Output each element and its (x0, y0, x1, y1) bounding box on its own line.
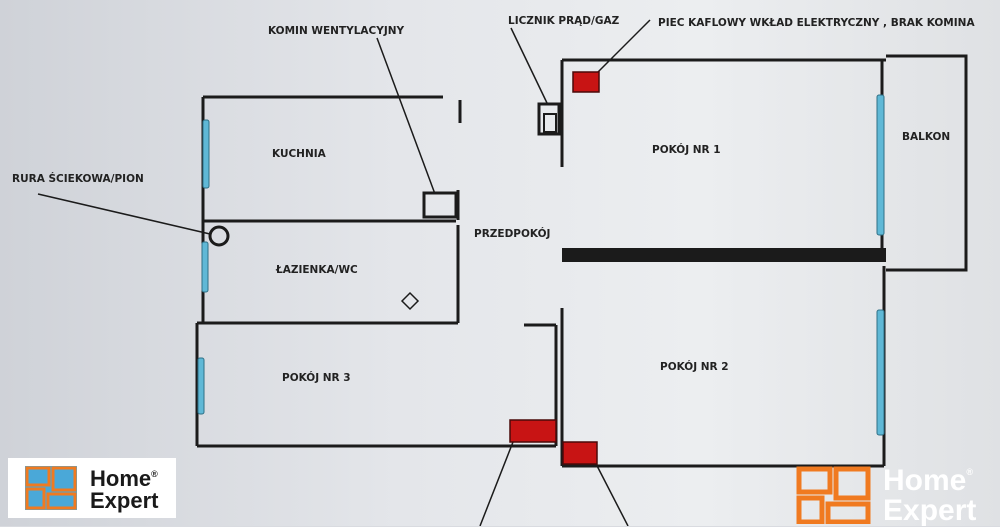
label-przedpokoj: PRZEDPOKÓJ (474, 227, 550, 240)
label-pokoj2: POKÓJ NR 2 (660, 360, 729, 373)
brand-line1-right: Home (883, 464, 967, 497)
brand-line2-right: Expert (883, 494, 977, 527)
registered-mark-right: ® (966, 467, 973, 477)
drain-pipe-symbol (208, 225, 230, 247)
windows (197, 94, 885, 436)
registered-mark-left: ® (151, 469, 158, 479)
meter-box-inner (543, 113, 557, 133)
room2-window (876, 309, 885, 436)
brand-name-right: Home® Expert (883, 466, 976, 526)
balcony-outline (886, 54, 968, 272)
label-rura: RURA ŚCIEKOWA/PION (12, 172, 144, 185)
stove3-pointer-line (479, 441, 514, 526)
brand-line2-left: Expert (90, 488, 159, 513)
label-pokoj1: POKÓJ NR 1 (652, 143, 721, 156)
brand-badge-left: Home® Expert (8, 458, 176, 518)
floor-drain-icon (400, 291, 420, 311)
stove-room1-icon (572, 71, 600, 93)
stove-room2-icon (562, 441, 598, 465)
drain-pointer-line (37, 193, 211, 235)
label-piec: PIEC KAFLOWY WKŁAD ELEKTRYCZNY , BRAK KO… (658, 17, 975, 29)
stove-room3-icon (509, 419, 557, 443)
label-lazienka: ŁAZIENKA/WC (275, 264, 358, 276)
label-balkon: BALKON (902, 131, 950, 143)
vent-shaft (422, 191, 458, 219)
bath-window (201, 241, 209, 293)
room1-room2-wall (562, 248, 886, 262)
label-kuchnia: KUCHNIA (272, 148, 327, 160)
walls (37, 19, 968, 526)
label-pokoj3: POKÓJ NR 3 (282, 371, 351, 384)
home-expert-watermark-icon (796, 466, 871, 524)
room3-window (197, 357, 205, 415)
meter-pointer-line (510, 27, 548, 104)
stove-pointer-line (595, 19, 651, 75)
meter-box (537, 102, 561, 136)
stove2-pointer-line (592, 457, 629, 526)
brand-watermark-right: Home® Expert (796, 466, 1000, 526)
home-expert-logo-icon (25, 466, 77, 510)
brand-name-left: Home® Expert (90, 468, 158, 512)
vent-pointer-line (376, 37, 436, 195)
brand-line1-left: Home (90, 466, 152, 491)
room1-balcony-window (876, 94, 885, 236)
label-komin: KOMIN WENTYLACYJNY (268, 25, 405, 37)
label-licznik: LICZNIK PRĄD/GAZ (508, 15, 620, 27)
tiled-stoves (509, 71, 600, 465)
kitchen-window (202, 119, 210, 189)
